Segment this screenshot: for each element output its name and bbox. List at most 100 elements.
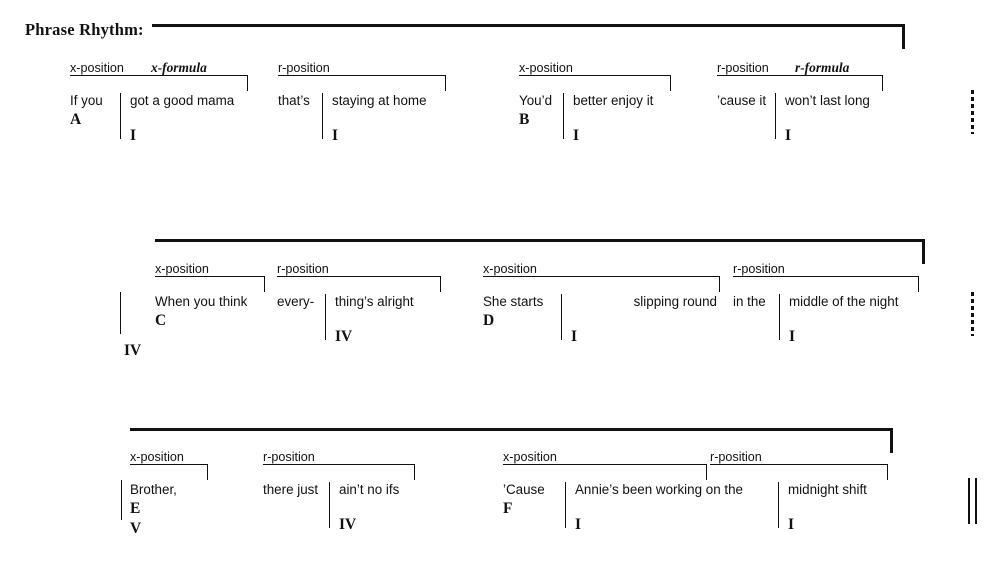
lyric-cell: in the — [733, 294, 779, 312]
unit-cells: ’Cause F Annie’s been working on the I — [503, 482, 743, 533]
unit-rule — [278, 75, 446, 91]
lyric-text: got a good mama — [130, 93, 235, 108]
rule-end-tick — [881, 76, 883, 91]
lyric-text: there just — [263, 482, 319, 497]
unit-C: x-position When you think C — [155, 259, 265, 329]
bracket-end-tick — [921, 242, 925, 264]
x-formula-label: x-formula — [151, 60, 207, 75]
unit-D2: r-position in the middle of the night I — [733, 259, 919, 345]
unit-cells: When you think C — [155, 294, 265, 329]
r-position-label: r-position — [717, 61, 769, 75]
x-position-label: x-position — [155, 262, 209, 276]
unit-E2: r-position there just ain’t no ifs IV — [263, 447, 415, 533]
unit-cells: Brother, E V — [130, 482, 208, 537]
lyric-cell: ’cause it — [717, 93, 775, 111]
chord-annotation: I — [788, 516, 795, 533]
unit-rule — [503, 464, 707, 480]
phrase-bracket-row-2 — [155, 239, 925, 264]
lyric-cell: You’d B — [519, 93, 563, 128]
unit-F: x-position ’Cause F Annie’s been working… — [503, 447, 743, 533]
unit-cells: that’s staying at home I — [278, 93, 446, 144]
unit-cells: there just ain’t no ifs IV — [263, 482, 415, 533]
lyric-cell: ain’t no ifs IV — [329, 482, 415, 533]
chord-annotation: I — [575, 516, 582, 533]
rule-end-tick — [246, 76, 248, 91]
lyric-cell: When you think C — [155, 294, 265, 329]
chord-annotation: I — [130, 127, 137, 144]
barline-stroke — [975, 478, 978, 524]
lyric-text: ’Cause — [503, 482, 545, 497]
bracket-end-tick — [901, 27, 905, 49]
chord-annotation: E — [130, 500, 141, 517]
lyric-text: Annie’s been working on the — [575, 482, 743, 497]
unit-label-row: r-position — [263, 447, 415, 464]
lyric-text: won’t last long — [785, 93, 870, 108]
rule-end-tick — [669, 76, 671, 91]
lyric-cell: every- — [277, 294, 325, 312]
unit-label-row: x-position — [483, 259, 720, 276]
bracket-end-tick — [889, 431, 893, 453]
lyric-text: If you — [70, 93, 103, 108]
unit-label-row: x-position — [519, 58, 671, 75]
lyric-text: ’cause it — [717, 93, 767, 108]
lyric-cell: slipping round I — [561, 294, 720, 345]
lyric-cell: won’t last long I — [775, 93, 883, 144]
unit-rule — [277, 276, 441, 292]
rule-end-tick — [718, 277, 720, 292]
unit-A: x-position x-formula If you A got a good… — [70, 58, 248, 144]
unit-label-row: r-position — [710, 447, 888, 464]
chord-annotation: IV — [339, 516, 357, 533]
lyric-cell: staying at home I — [322, 93, 446, 144]
unit-B2: r-position r-formula ’cause it won’t las… — [717, 58, 883, 144]
lyric-cell: If you A — [70, 93, 120, 128]
unit-A2: r-position that’s staying at home I — [278, 58, 446, 144]
r-position-label: r-position — [710, 450, 762, 464]
unit-E: x-position Brother, E V — [130, 447, 208, 537]
unit-cells: If you A got a good mama I — [70, 93, 248, 144]
unit-B: x-position You’d B better enjoy it I — [519, 58, 671, 144]
r-formula-label: r-formula — [795, 60, 850, 75]
x-position-label: x-position — [130, 450, 184, 464]
lyric-text: You’d — [519, 93, 553, 108]
page-title: Phrase Rhythm: — [25, 20, 144, 39]
leading-barline-C — [120, 292, 122, 334]
lyric-text: slipping round — [633, 294, 717, 309]
unit-rule — [717, 75, 883, 91]
chord-annotation-secondary: V — [130, 520, 142, 537]
unit-rule — [519, 75, 671, 91]
phrase-bracket-row-1 — [152, 24, 905, 49]
lyric-cell: middle of the night I — [779, 294, 919, 345]
x-position-label: x-position — [70, 61, 124, 75]
unit-rule — [733, 276, 919, 292]
unit-label-row: x-position — [130, 447, 208, 464]
chord-annotation: I — [571, 328, 578, 345]
lyric-text: ain’t no ifs — [339, 482, 400, 497]
chord-annotation: I — [785, 127, 792, 144]
chord-annotation: I — [573, 127, 580, 144]
lyric-text: staying at home — [332, 93, 427, 108]
lyric-text: midnight shift — [788, 482, 867, 497]
rule-end-tick — [206, 465, 208, 480]
rule-end-tick — [263, 277, 265, 292]
lyric-text: that’s — [278, 93, 310, 108]
r-position-label: r-position — [277, 262, 329, 276]
unit-label-row: x-position — [155, 259, 265, 276]
lyric-cell: got a good mama I — [120, 93, 248, 144]
unit-label-row: r-position — [733, 259, 919, 276]
lyric-cell: Annie’s been working on the I — [565, 482, 743, 533]
lyric-text: She starts — [483, 294, 544, 309]
lyric-text: better enjoy it — [573, 93, 654, 108]
x-position-label: x-position — [503, 450, 557, 464]
r-position-label: r-position — [733, 262, 785, 276]
lyric-cell: better enjoy it I — [563, 93, 671, 144]
unit-cells: She starts D slipping round I — [483, 294, 720, 345]
unit-cells: You’d B better enjoy it I — [519, 93, 671, 144]
unit-rule — [710, 464, 888, 480]
unit-F2: r-position midnight shift I — [710, 447, 888, 533]
chord-annotation: IV — [335, 328, 353, 345]
lyric-cell: thing’s alright IV — [325, 294, 441, 345]
unit-cells: in the middle of the night I — [733, 294, 919, 345]
chord-annotation-lead-C: IV — [124, 342, 142, 359]
lyric-cell — [710, 482, 778, 484]
